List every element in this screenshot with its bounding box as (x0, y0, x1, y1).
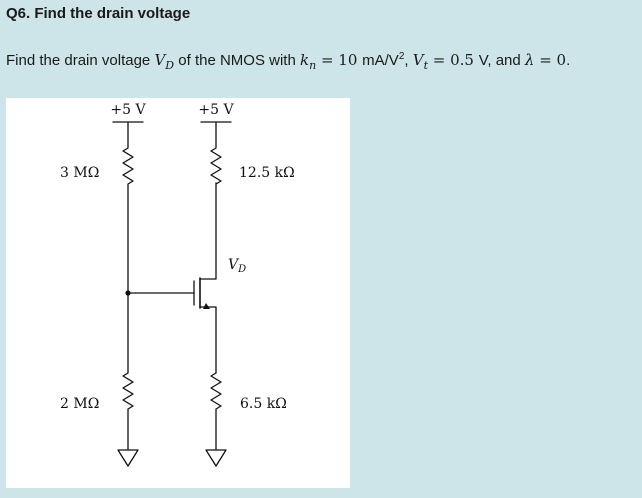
vt-subscript: t (423, 59, 428, 72)
r-drain-label: 12.5 kΩ (239, 165, 295, 181)
circuit-svg: +5 V +5 V 3 MΩ 2 MΩ 12.5 kΩ 6.5 kΩ VD (60, 102, 295, 467)
vd-symbol: V (154, 51, 166, 69)
kn-symbol: k (299, 51, 310, 69)
question-end: . (566, 52, 571, 69)
and-text: , and (487, 52, 525, 69)
kn-equals: = 10 (316, 51, 363, 69)
left-supply-label: +5 V (110, 102, 146, 118)
question-title: Q6. Find the drain voltage (6, 5, 191, 22)
vd-node-symbol: V (228, 257, 240, 273)
kn-unit: mA/V (362, 52, 399, 69)
right-supply-label: +5 V (198, 102, 234, 118)
vd-node-subscript: D (237, 264, 246, 275)
vt-unit: V (478, 52, 488, 69)
left-bottom-resistor (122, 292, 134, 451)
drain-resistor (210, 121, 222, 185)
vt-symbol: V (412, 51, 424, 69)
r-top-left-label: 3 MΩ (60, 165, 99, 181)
junction-dot (125, 290, 131, 296)
source-wire (199, 306, 217, 374)
kn-unit-exponent: 2 (398, 51, 405, 62)
source-arrow-icon (203, 303, 210, 309)
question-mid: of the NMOS with (174, 52, 300, 69)
circuit-diagram: +5 V +5 V 3 MΩ 2 MΩ 12.5 kΩ 6.5 kΩ VD (6, 98, 350, 488)
question-text: Find the drain voltage VD of the NMOS wi… (6, 51, 570, 72)
left-top-resistor (122, 121, 134, 294)
question-intro: Find the drain voltage (6, 52, 155, 69)
vd-node-label: VD (228, 257, 246, 275)
source-resistor (210, 372, 222, 451)
lambda-symbol: λ (524, 51, 535, 69)
drain-wire (199, 182, 217, 280)
left-ground-icon (117, 449, 139, 467)
r-source-label: 6.5 kΩ (240, 396, 287, 412)
vt-equals: = 0.5 (428, 51, 479, 69)
r-bottom-left-label: 2 MΩ (60, 396, 99, 412)
right-ground-icon (205, 449, 227, 467)
vd-subscript: D (165, 59, 175, 72)
separator-comma: , (404, 52, 413, 69)
kn-subscript: n (309, 59, 317, 72)
lambda-equals: = 0 (534, 51, 567, 69)
